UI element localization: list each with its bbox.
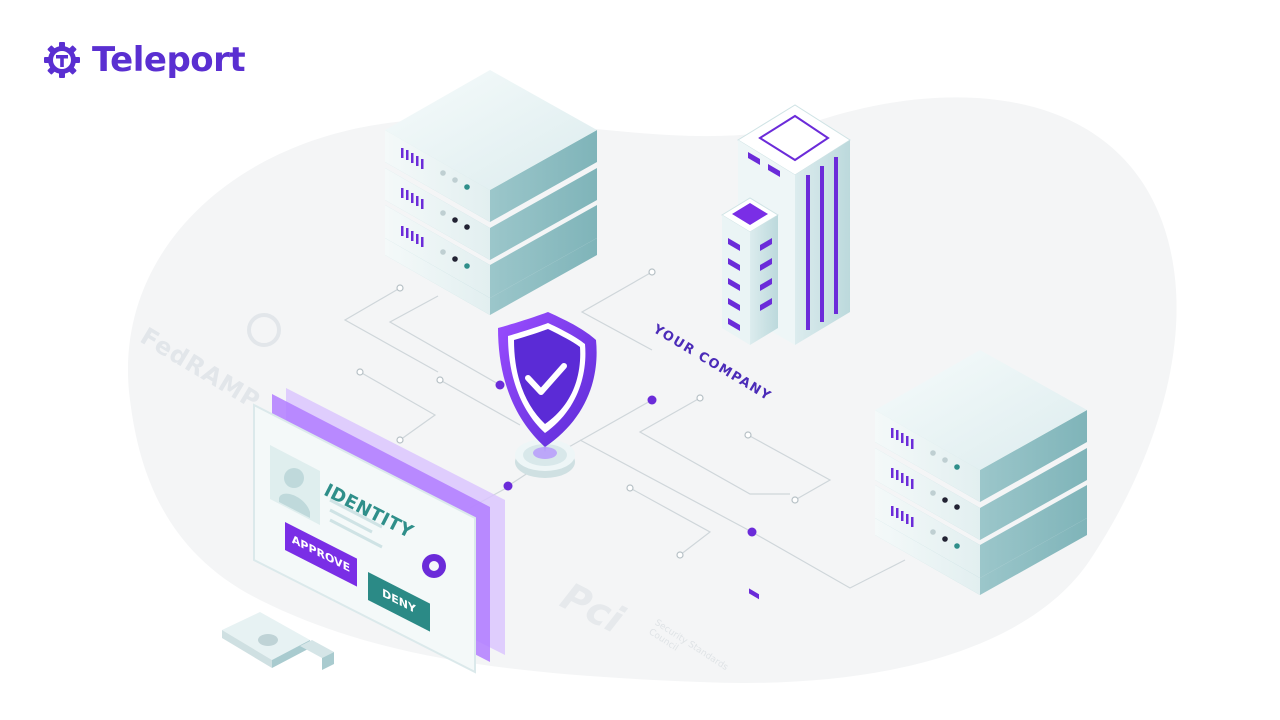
shield-check-icon [498, 312, 597, 478]
server-stack-right [875, 350, 1087, 595]
circuit-nodes [356, 268, 799, 559]
circuit-active-nodes [495, 380, 757, 537]
teleport-logo[interactable]: Teleport [40, 38, 246, 82]
brand-name: Teleport [92, 40, 246, 80]
teleport-logo-icon [44, 42, 80, 78]
server-stack-top [385, 70, 597, 315]
fedramp-badge-icon [247, 313, 281, 347]
security-key-icon [222, 612, 334, 670]
building-icon [721, 104, 851, 600]
